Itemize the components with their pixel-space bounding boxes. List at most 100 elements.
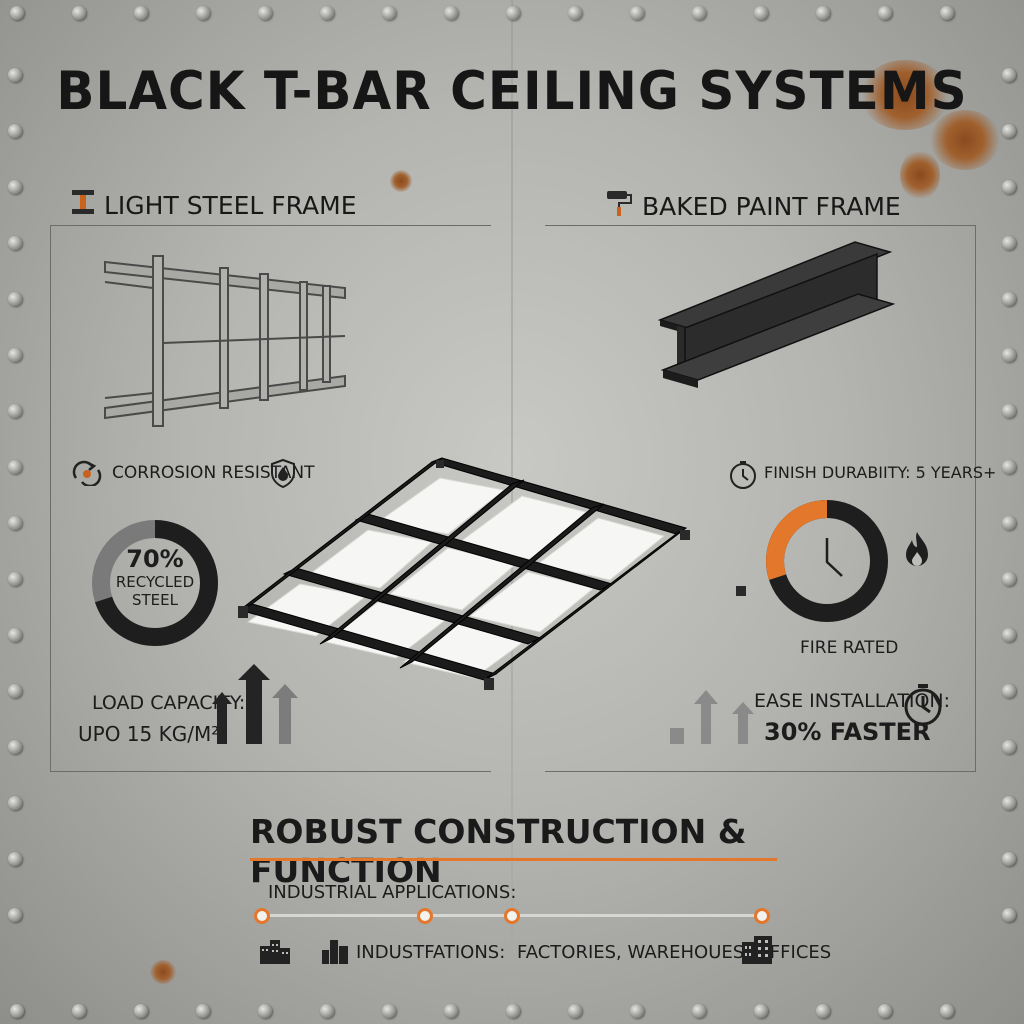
corrosion-icon <box>70 460 104 490</box>
rust-patch <box>930 110 1000 170</box>
clock-durability-icon <box>728 460 758 494</box>
rivet <box>754 6 768 20</box>
timeline-dot <box>417 908 433 924</box>
rivet <box>1002 124 1016 138</box>
rivet <box>258 1004 272 1018</box>
rivet <box>692 6 706 20</box>
building-icon <box>258 936 292 968</box>
rivet <box>8 348 22 362</box>
left-panel-frame <box>50 225 491 772</box>
rivet <box>1002 180 1016 194</box>
stopwatch-icon <box>900 682 946 732</box>
rivet <box>8 292 22 306</box>
rivet <box>8 516 22 530</box>
rivet <box>196 1004 210 1018</box>
rust-patch <box>900 150 940 200</box>
rivet <box>878 1004 892 1018</box>
light-steel-frame-illustration <box>95 248 355 442</box>
rivet <box>1002 796 1016 810</box>
ease-installation-label: EASE INSTALLATION: <box>754 690 951 712</box>
rivet <box>940 1004 954 1018</box>
rivet <box>1002 684 1016 698</box>
rivet <box>382 6 396 20</box>
page-title: BLACK T-BAR CEILING SYSTEMS <box>56 60 968 122</box>
rivet <box>940 6 954 20</box>
rivet <box>72 1004 86 1018</box>
industries-prefix: INDUSTFATIONS: <box>356 942 506 963</box>
rivet <box>8 572 22 586</box>
rivet <box>382 1004 396 1018</box>
fire-icon <box>902 530 932 574</box>
rust-patch <box>150 960 176 984</box>
rivet <box>320 1004 334 1018</box>
i-beam-icon <box>70 188 96 222</box>
paint-roller-icon <box>604 188 634 224</box>
left-panel-heading: LIGHT STEEL FRAME <box>70 188 357 222</box>
t-bar-ceiling-grid-illustration <box>236 456 756 696</box>
office-building-icon <box>740 934 774 968</box>
timeline-dot <box>504 908 520 924</box>
rivet <box>444 1004 458 1018</box>
rivet <box>258 6 272 20</box>
rivet <box>8 460 22 474</box>
fire-rated-donut <box>762 496 892 630</box>
recycled-steel-donut <box>90 518 220 652</box>
rivet <box>8 852 22 866</box>
bottom-section-title: ROBUST CONSTRUCTION & FUNCTION <box>250 812 747 890</box>
rust-patch <box>860 60 950 130</box>
install-bars-arrows-icon <box>666 684 758 750</box>
rivet <box>8 68 22 82</box>
rivet <box>816 6 830 20</box>
rivet <box>134 1004 148 1018</box>
rivet <box>134 6 148 20</box>
rivet <box>630 1004 644 1018</box>
right-panel-frame <box>545 225 976 772</box>
right-panel-heading: BAKED PAINT FRAME <box>604 188 901 224</box>
rust-patch <box>390 170 412 192</box>
rivet <box>1002 628 1016 642</box>
rivet <box>8 684 22 698</box>
rivet <box>754 1004 768 1018</box>
rivet <box>1002 292 1016 306</box>
rivet <box>1002 740 1016 754</box>
rivet <box>444 6 458 20</box>
rivet <box>72 6 86 20</box>
rivet <box>692 1004 706 1018</box>
clock-icon <box>792 526 862 600</box>
rivet <box>568 6 582 20</box>
rivet <box>1002 236 1016 250</box>
left-panel-heading-text: LIGHT STEEL FRAME <box>104 190 357 220</box>
rivet <box>196 6 210 20</box>
rivet <box>10 6 24 20</box>
rivet <box>816 1004 830 1018</box>
accent-divider <box>250 858 777 861</box>
rivet <box>8 404 22 418</box>
rivet <box>1002 572 1016 586</box>
recycled-label-1: RECYCLED <box>115 573 195 591</box>
ease-installation-value: 30% FASTER <box>764 718 931 746</box>
recycled-label-2: STEEL <box>132 591 178 609</box>
baked-paint-beam-illustration <box>655 238 896 394</box>
rivet <box>1002 908 1016 922</box>
rivet <box>878 6 892 20</box>
rivet <box>8 180 22 194</box>
rivet <box>8 236 22 250</box>
industries-list: FACTORIES, WAREHOUES, OFFICES <box>517 942 832 963</box>
rivet <box>8 628 22 642</box>
rivet <box>630 6 644 20</box>
rivet <box>1002 460 1016 474</box>
rivet <box>506 6 520 20</box>
rivet <box>1002 852 1016 866</box>
load-capacity-label: LOAD CAPACITY: <box>92 692 246 714</box>
timeline-dot <box>254 908 270 924</box>
rivet <box>8 908 22 922</box>
corrosion-resistant-label: CORROSION RESISTANT <box>112 463 315 483</box>
rivet <box>1002 348 1016 362</box>
load-up-arrows-icon <box>208 660 300 750</box>
timeline-dot <box>754 908 770 924</box>
rivet <box>506 1004 520 1018</box>
recycled-percent: 70% <box>126 545 184 573</box>
fire-rated-label: FIRE RATED <box>800 638 899 658</box>
shield-drop-icon <box>270 458 296 492</box>
rivet <box>8 740 22 754</box>
